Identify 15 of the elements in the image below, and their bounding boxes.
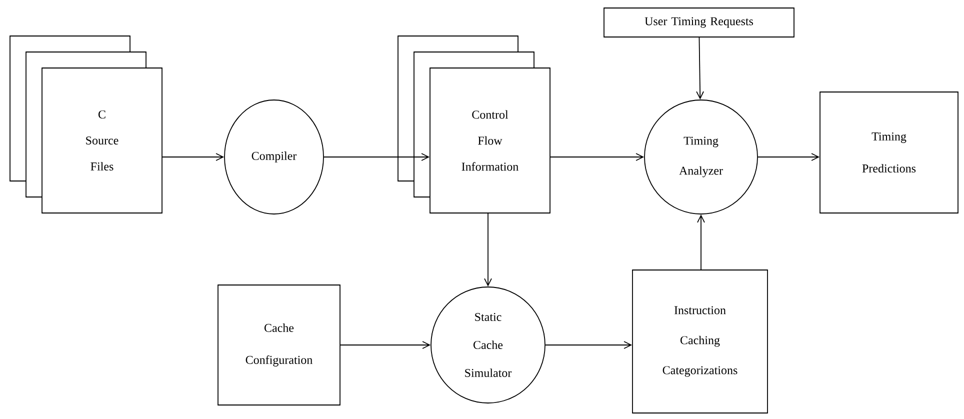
arrow bbox=[545, 341, 632, 349]
arrow bbox=[758, 153, 820, 161]
arrow bbox=[696, 37, 704, 100]
document-stack: C Source Files bbox=[10, 36, 162, 214]
arrow bbox=[550, 153, 644, 161]
arrow bbox=[484, 213, 492, 287]
data-box: Cache Configuration bbox=[218, 284, 340, 406]
data-box: User Timing Requests bbox=[604, 8, 794, 38]
arrow bbox=[697, 214, 705, 270]
document-stack: Control Flow Information bbox=[398, 36, 550, 214]
data-box: Instruction Caching Categorizations bbox=[632, 270, 768, 414]
arrow bbox=[162, 153, 224, 161]
data-box: Timing Predictions bbox=[820, 92, 958, 214]
arrow bbox=[324, 153, 430, 161]
arrow bbox=[340, 341, 431, 349]
